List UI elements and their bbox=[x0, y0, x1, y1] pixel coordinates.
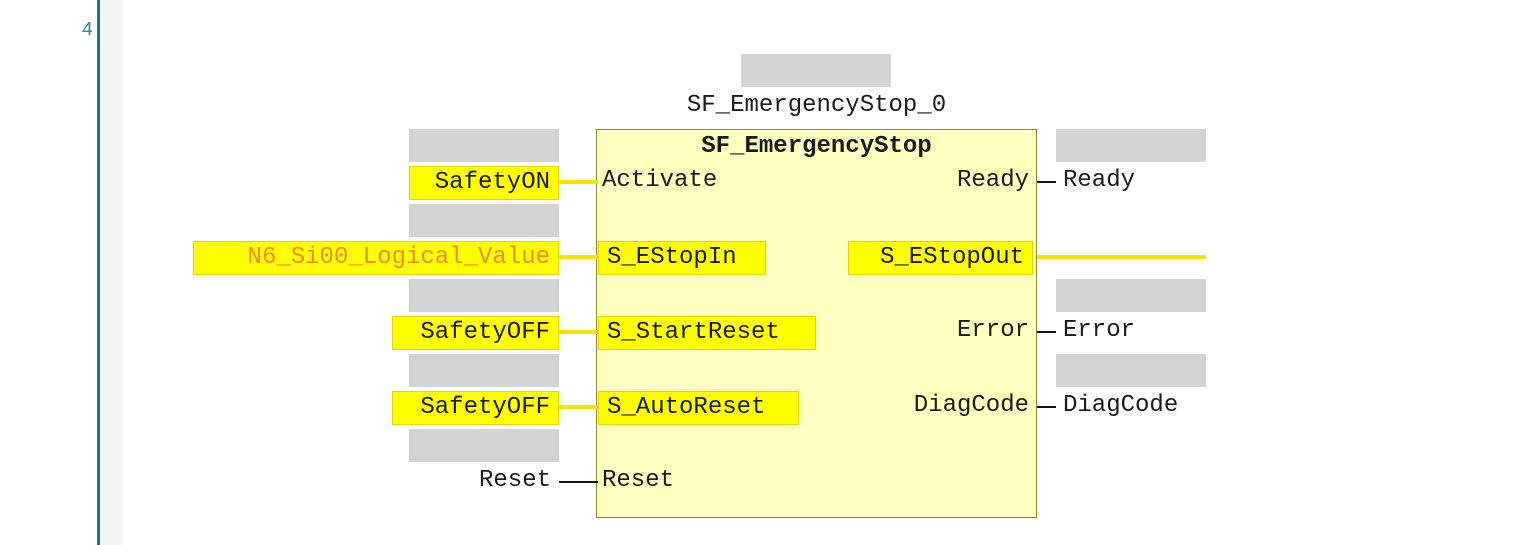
safety-wire bbox=[559, 180, 598, 184]
wire bbox=[559, 481, 598, 483]
function-block-type-name: SF_EmergencyStop bbox=[701, 133, 932, 160]
output-pin-ready[interactable]: Ready bbox=[956, 167, 1029, 194]
input-variable-safetyoff-startreset[interactable]: SafetyOFF bbox=[392, 316, 559, 350]
input-pin-s-estopin[interactable]: S_EStopIn bbox=[598, 241, 766, 275]
input-comment-placeholder[interactable] bbox=[409, 279, 559, 312]
input-variable-reset[interactable]: Reset bbox=[478, 467, 551, 494]
output-variable-diagcode[interactable]: DiagCode bbox=[1063, 392, 1179, 419]
wire bbox=[1037, 331, 1056, 333]
input-variable-safetyoff-autoreset[interactable]: SafetyOFF bbox=[392, 391, 559, 425]
safety-wire bbox=[559, 330, 598, 334]
input-comment-placeholder[interactable] bbox=[409, 204, 559, 237]
wire bbox=[1037, 406, 1056, 408]
input-comment-placeholder[interactable] bbox=[409, 354, 559, 387]
output-variable-ready[interactable]: Ready bbox=[1063, 167, 1136, 194]
editor-gutter bbox=[0, 0, 98, 545]
output-variable-error[interactable]: Error bbox=[1063, 317, 1136, 344]
left-power-rail bbox=[97, 0, 100, 545]
output-pin-diagcode[interactable]: DiagCode bbox=[913, 392, 1029, 419]
input-comment-placeholder[interactable] bbox=[409, 129, 559, 162]
safety-wire bbox=[559, 405, 598, 409]
network-number: 4 bbox=[81, 19, 93, 41]
output-comment-placeholder[interactable] bbox=[1056, 354, 1206, 387]
output-comment-placeholder[interactable] bbox=[1056, 279, 1206, 312]
instance-comment-placeholder[interactable] bbox=[741, 54, 891, 87]
output-comment-placeholder[interactable] bbox=[1056, 129, 1206, 162]
output-pin-error[interactable]: Error bbox=[956, 317, 1029, 344]
input-pin-s-startreset[interactable]: S_StartReset bbox=[598, 316, 816, 350]
block-instance-name[interactable]: SF_EmergencyStop_0 bbox=[686, 92, 947, 119]
safety-wire bbox=[559, 255, 598, 259]
input-variable-safetyon[interactable]: SafetyON bbox=[409, 166, 559, 200]
rail-strip bbox=[100, 0, 123, 545]
wire bbox=[1037, 181, 1056, 183]
input-pin-reset[interactable]: Reset bbox=[602, 467, 675, 494]
input-pin-s-autoreset[interactable]: S_AutoReset bbox=[598, 391, 799, 425]
input-pin-activate[interactable]: Activate bbox=[602, 167, 718, 194]
output-pin-s-estopout[interactable]: S_EStopOut bbox=[848, 241, 1033, 275]
input-comment-placeholder[interactable] bbox=[409, 429, 559, 462]
safety-wire-output[interactable] bbox=[1037, 255, 1206, 259]
input-variable-n6-si00-logical-value[interactable]: N6_Si00_Logical_Value bbox=[193, 241, 559, 275]
